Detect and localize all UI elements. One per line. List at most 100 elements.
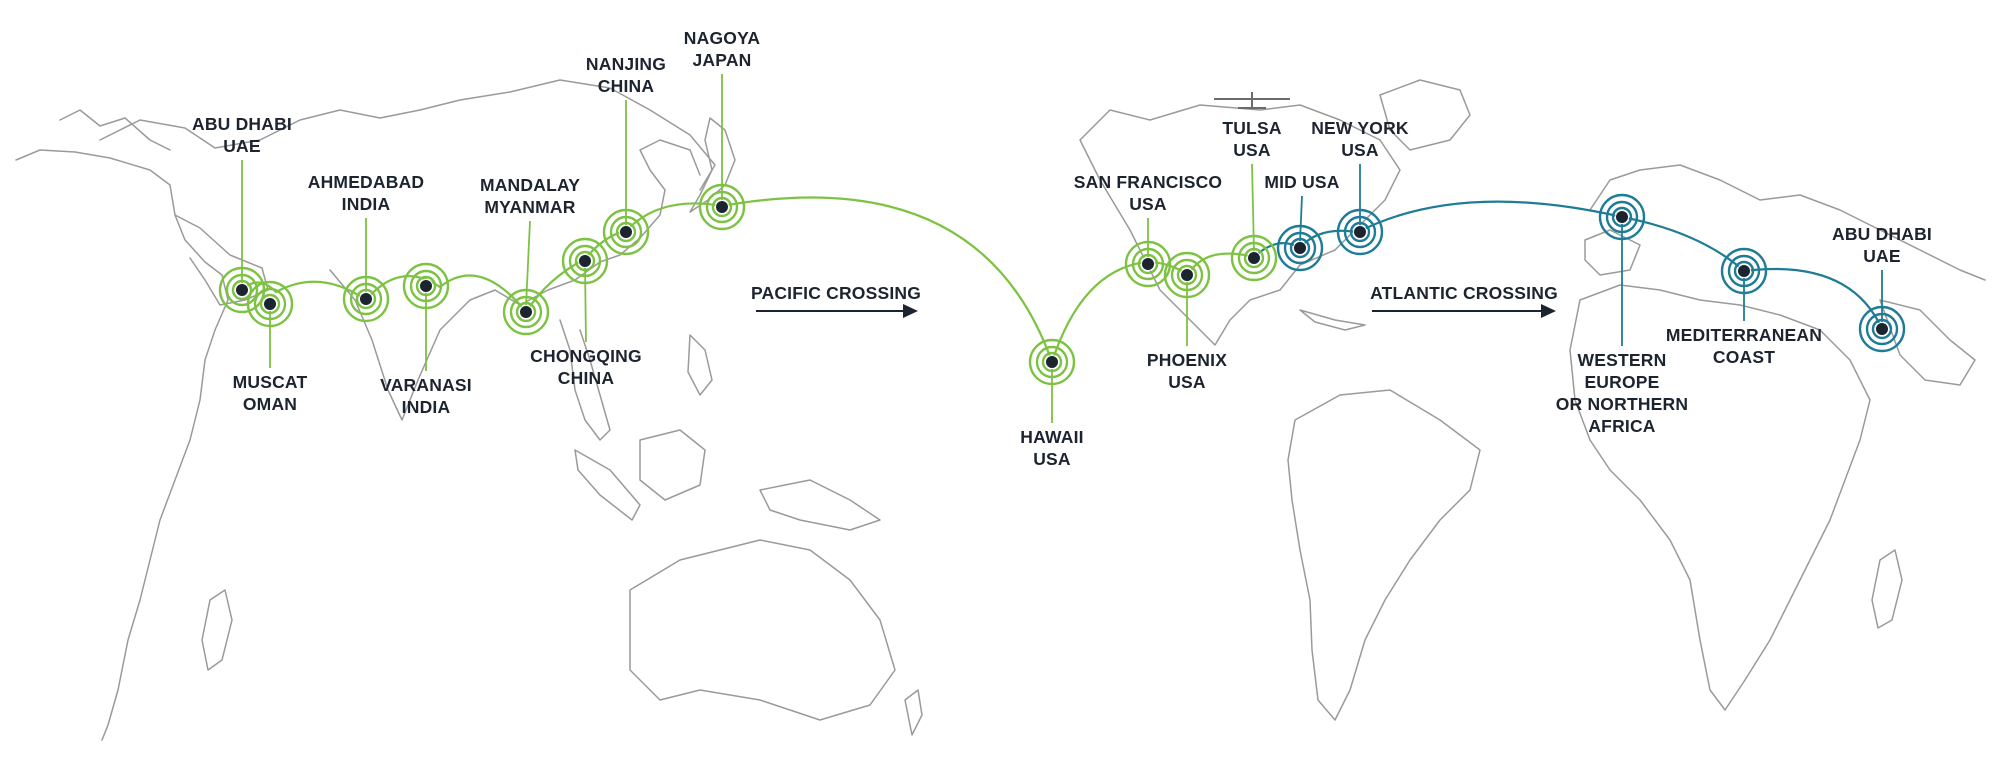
stop-label-line1: ABU DHABI <box>1832 224 1932 244</box>
stop-marker-dot <box>236 284 248 296</box>
stop-label-line2: JAPAN <box>692 50 751 70</box>
stop-marker-dot <box>420 280 432 292</box>
stop-label-line2: USA <box>1233 140 1271 160</box>
stop-ring <box>515 301 537 323</box>
stop-ring <box>1131 247 1165 281</box>
pacific-crossing-arrowhead-icon <box>903 304 918 318</box>
stop-ring <box>705 190 739 224</box>
route-atlantic-leg <box>1253 200 1884 330</box>
stop-marker-dot <box>520 306 532 318</box>
landmass-iberia <box>1584 229 1641 276</box>
stop-label-line1: MANDALAY <box>480 175 580 195</box>
stop-label-line2: USA <box>1168 372 1206 392</box>
stop-ring <box>246 280 294 328</box>
landmass-europe <box>1589 164 1986 281</box>
stop-ring <box>1343 215 1377 249</box>
route-pacific-leg <box>241 196 1255 366</box>
stop-marker-dot <box>1294 242 1306 254</box>
stop-ring <box>1349 221 1371 243</box>
stop-label-line1: AHMEDABAD <box>308 172 425 192</box>
solar-plane-icon <box>1214 92 1290 109</box>
stop-label-line1: MUSCAT <box>233 372 308 392</box>
stop-ring <box>1289 237 1311 259</box>
stop-ring <box>711 196 733 218</box>
landmass-malay-peninsula <box>559 319 611 441</box>
stop-label-line2: UAE <box>1863 246 1901 266</box>
stop-label-line1: PHOENIX <box>1147 350 1227 370</box>
stop-marker-dot <box>1248 252 1260 264</box>
stop-marker-dot <box>1181 269 1193 281</box>
stop-label-line1: HAWAII <box>1020 427 1083 447</box>
stop-label-line4: AFRICA <box>1588 416 1655 436</box>
stop-marker-dot <box>1046 356 1058 368</box>
stop-ring <box>561 237 609 285</box>
stop-ring <box>1243 247 1265 269</box>
stop-label-line2: MYANMAR <box>484 197 575 217</box>
stop-ring <box>1276 224 1324 272</box>
stop-ring <box>259 293 281 315</box>
landmass-madagascar-right <box>1871 549 1903 629</box>
stop-ring <box>602 208 650 256</box>
stop-ring <box>1176 264 1198 286</box>
landmass-borneo <box>639 429 706 501</box>
stop-ring <box>1137 253 1159 275</box>
stop-marker-dot <box>1354 226 1366 238</box>
stop-marker-dot <box>620 226 632 238</box>
landmass-arabia-right <box>1879 299 1976 386</box>
stop-ring <box>1035 345 1069 379</box>
stop-leader-line <box>1251 163 1255 253</box>
stop-label-line1: NEW YORK <box>1311 118 1409 138</box>
stop-ring <box>615 221 637 243</box>
stop-label-line1: VARANASI <box>380 375 472 395</box>
stop-leader-line <box>525 220 531 307</box>
landmass-africa-left <box>15 149 229 741</box>
atlantic-crossing-arrowhead-icon <box>1541 304 1556 318</box>
stop-ring <box>355 288 377 310</box>
pacific-crossing-callout: PACIFIC CROSSING <box>751 283 921 318</box>
stop-ring <box>1865 312 1899 346</box>
stop-label-line2: COAST <box>1713 347 1775 367</box>
stop-label-line1: CHONGQING <box>530 346 642 366</box>
stop-label-line1: WESTERN <box>1578 350 1667 370</box>
stop-label-line1: MID USA <box>1264 172 1339 192</box>
stop-ring <box>1336 208 1384 256</box>
stop-ring <box>253 287 287 321</box>
stop-marker-dot <box>579 255 591 267</box>
stop-ring <box>1858 305 1906 353</box>
landmass-new-zealand <box>904 689 923 736</box>
stop-leader-line <box>1299 195 1303 243</box>
stop-ring <box>1237 241 1271 275</box>
stop-label-line2: INDIA <box>402 397 451 417</box>
stop-label-line2: EUROPE <box>1584 372 1659 392</box>
stop-ring <box>502 288 550 336</box>
stop-ring <box>415 275 437 297</box>
stop-ring <box>1028 338 1076 386</box>
stop-mid-usa: MID USA <box>1264 172 1340 272</box>
stop-label-line2: USA <box>1129 194 1167 214</box>
landmass-philippines <box>687 334 713 396</box>
landmass-east-med-coast <box>59 109 171 151</box>
stop-marker-dot <box>1876 323 1888 335</box>
landmass-madagascar-left <box>201 589 233 671</box>
stop-label-line2: INDIA <box>342 194 391 214</box>
landmass-greenland <box>1379 79 1471 151</box>
stop-ring <box>1283 231 1317 265</box>
stop-ring <box>1230 234 1278 282</box>
stop-ring <box>349 282 383 316</box>
stop-marker-dot <box>360 293 372 305</box>
stop-label-line1: MEDITERRANEAN <box>1666 325 1822 345</box>
stop-label-line2: CHINA <box>558 368 615 388</box>
stop-ring <box>1124 240 1172 288</box>
landmass-australia <box>629 539 896 721</box>
stop-ring <box>1605 200 1639 234</box>
landmass-eurasia-north <box>99 79 716 191</box>
stop-marker-dot <box>1738 265 1750 277</box>
